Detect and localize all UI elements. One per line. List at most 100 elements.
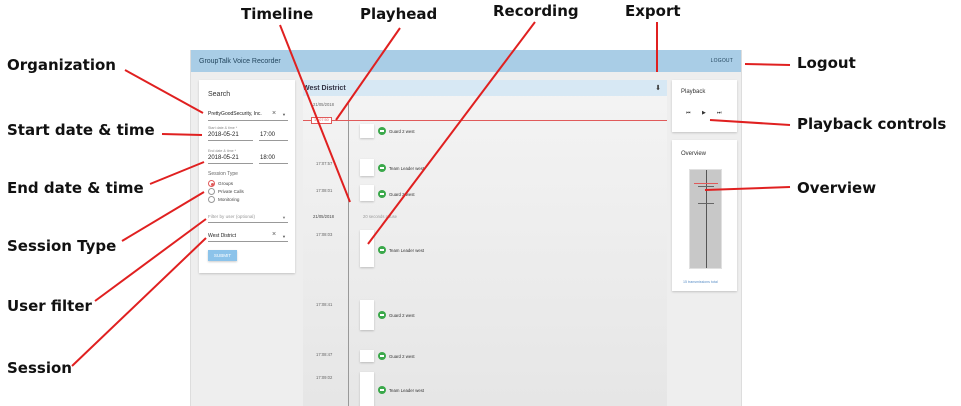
recording-user: Team Leader west (378, 246, 424, 254)
user-status-icon (378, 190, 386, 198)
callout-line-timeline (279, 24, 351, 203)
recording-time: 17:07:57 (316, 161, 333, 166)
overview-minimap[interactable] (689, 169, 722, 269)
radio-icon (208, 196, 215, 203)
callout-session-type: Session Type (7, 237, 117, 255)
recording-block[interactable] (360, 300, 374, 330)
user-status-icon (378, 164, 386, 172)
callout-logout: Logout (797, 54, 856, 72)
recording-user: Guard 2 west (378, 127, 415, 135)
recording-block[interactable] (360, 372, 374, 406)
callout-timeline: Timeline (241, 5, 314, 23)
playback-panel: Playback ⏮ ▶ ⏭ (672, 80, 737, 132)
playhead-line[interactable] (303, 120, 667, 121)
logout-button[interactable]: LOGOUT (710, 58, 733, 64)
callout-recording: Recording (493, 2, 579, 20)
radio-selected-icon (208, 180, 215, 187)
export-icon[interactable]: ⬇ (655, 85, 661, 92)
recording-block[interactable] (360, 124, 374, 138)
callout-line-organization (124, 69, 204, 114)
user-filter-chevron-down-icon[interactable]: ▼ (282, 215, 286, 220)
timeline-track (348, 102, 349, 406)
recording-time: 17:09:02 (316, 375, 333, 380)
recording-block[interactable] (360, 350, 374, 362)
timeline-panel[interactable]: West District ⬇ 21/05/2018 17:07:50 Guar… (303, 80, 667, 406)
overview-title: Overview (681, 151, 707, 157)
session-clear-icon[interactable]: × (272, 231, 277, 238)
recording-user: Guard 2 west (378, 311, 415, 319)
app-title: GroupTalk Voice Recorder (199, 57, 281, 65)
callout-playhead: Playhead (360, 5, 438, 23)
session-chevron-down-icon[interactable]: ▼ (282, 234, 286, 239)
recording-user: Team Leader west (378, 386, 424, 394)
play-icon[interactable]: ▶ (702, 110, 706, 116)
app-window: GroupTalk Voice Recorder LOGOUT Search P… (190, 50, 742, 406)
session-type-label: Session Type (208, 171, 238, 177)
callout-playback: Playback controls (797, 115, 947, 133)
start-label: Start date & time * (208, 126, 238, 130)
callout-line-recording (367, 21, 536, 245)
overview-footer: 15 transmissions total (683, 280, 718, 284)
organization-select[interactable]: PrettyGoodSecurity, Inc. (208, 111, 262, 117)
session-select[interactable]: West District (208, 233, 236, 239)
callout-line-end (149, 161, 205, 185)
user-status-icon (378, 246, 386, 254)
callout-end: End date & time (7, 179, 144, 197)
organization-chevron-down-icon[interactable]: ▼ (282, 112, 286, 117)
recording-user: Guard 2 west (378, 190, 415, 198)
user-status-icon (378, 386, 386, 394)
callout-line-session-type (121, 191, 205, 242)
callout-start: Start date & time (7, 121, 155, 139)
pause-label: 20 seconds pause (363, 214, 397, 219)
recording-block[interactable] (360, 185, 374, 201)
skip-next-icon[interactable]: ⏭ (717, 110, 722, 116)
callout-overview: Overview (797, 179, 877, 197)
user-status-icon (378, 127, 386, 135)
callout-organization: Organization (7, 56, 116, 74)
recording-time: 17:08:01 (316, 188, 333, 193)
minimap-mark (698, 203, 714, 204)
date-label: 21/05/2018 (313, 102, 334, 107)
end-date-input[interactable]: 2018-05-21 (208, 155, 239, 161)
organization-clear-icon[interactable]: × (272, 110, 277, 117)
recording-time: 17:08:47 (316, 352, 333, 357)
recording-user: Guard 2 west (378, 352, 415, 360)
callout-line-playhead (335, 27, 401, 121)
callout-session: Session (7, 359, 72, 377)
callout-line-start (161, 133, 203, 136)
recording-time: 17:08:41 (316, 302, 333, 307)
app-bar: GroupTalk Voice Recorder LOGOUT (191, 50, 741, 72)
minimap-mark (698, 186, 714, 187)
callout-export: Export (625, 2, 681, 20)
callout-user-filter: User filter (7, 297, 92, 315)
minimap-track (706, 170, 707, 268)
user-status-icon (378, 352, 386, 360)
date-label: 21/05/2018 (313, 214, 334, 219)
end-label: End date & time * (208, 149, 236, 153)
callout-line-playback (709, 119, 791, 126)
search-title: Search (208, 91, 231, 98)
start-date-input[interactable]: 2018-05-21 (208, 132, 239, 138)
recording-time: 17:08:03 (316, 232, 333, 237)
session-title: West District (303, 84, 346, 92)
skip-previous-icon[interactable]: ⏮ (686, 110, 691, 116)
radio-groups[interactable]: Groups (208, 180, 233, 187)
user-status-icon (378, 311, 386, 319)
callout-line-logout (744, 63, 791, 66)
callout-line-session (71, 237, 207, 367)
callout-line-user-filter (94, 218, 207, 302)
start-time-input[interactable]: 17:00 (260, 132, 276, 138)
end-time-input[interactable]: 18:00 (260, 155, 276, 161)
callout-line-overview (704, 186, 791, 191)
radio-monitoring[interactable]: Monitoring (208, 196, 239, 203)
radio-icon (208, 188, 215, 195)
user-filter-input[interactable]: Filter by user (optional) (208, 214, 255, 219)
overview-panel: Overview 15 transmissions total (672, 140, 737, 291)
playhead-time[interactable]: 17:07:50 (311, 117, 332, 124)
recording-block[interactable] (360, 159, 374, 176)
submit-button[interactable]: SUBMIT (208, 250, 237, 261)
playback-title: Playback (681, 89, 706, 95)
minimap-viewport[interactable] (694, 183, 718, 184)
radio-private-calls[interactable]: Private Calls (208, 188, 244, 195)
